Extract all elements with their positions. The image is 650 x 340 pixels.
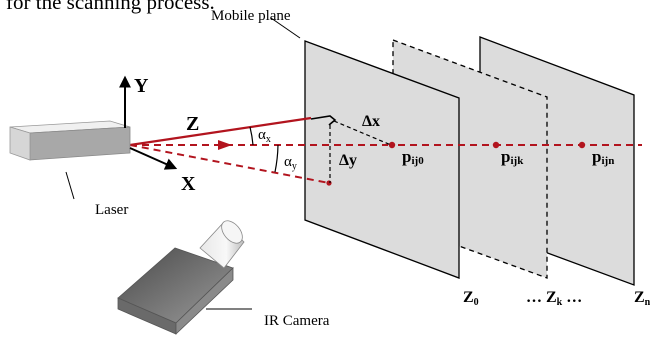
delta-x-label: Δx bbox=[362, 113, 380, 130]
alpha-y-arc bbox=[274, 144, 279, 173]
mobile-plane-0 bbox=[304, 40, 460, 279]
point-p-ijk bbox=[492, 141, 500, 149]
laser-label: Laser bbox=[95, 202, 128, 218]
laser-front-face bbox=[29, 126, 131, 161]
delta-y-label: Δy bbox=[339, 152, 357, 169]
point-p-ijn bbox=[578, 141, 586, 149]
z-axis-label: Z bbox=[186, 113, 199, 135]
beam-deflected-y bbox=[129, 144, 330, 184]
deflection-corner-marker bbox=[310, 115, 337, 126]
alpha-x-label: αx bbox=[258, 127, 271, 145]
laser-side-face bbox=[9, 126, 31, 161]
alpha-x-arc bbox=[249, 126, 254, 146]
point-p-ij0 bbox=[388, 141, 396, 149]
camera-lens-cap bbox=[221, 220, 243, 244]
y-axis-label: Y bbox=[134, 75, 149, 97]
beam-arrowhead bbox=[218, 140, 232, 150]
zn-label: Zn bbox=[634, 289, 650, 308]
p-ij0-label: pij0 bbox=[402, 147, 424, 167]
zk-label: … Zk … bbox=[526, 289, 582, 308]
ir-camera-label: IR Camera bbox=[264, 313, 330, 329]
header-fragment: for the scanning process. bbox=[6, 0, 215, 14]
z0-label: Z0 bbox=[463, 289, 479, 308]
x-axis-arrow bbox=[129, 147, 178, 170]
x-axis-label: X bbox=[181, 173, 196, 195]
beam-deflected-x bbox=[129, 116, 312, 147]
camera-body-side bbox=[175, 267, 234, 335]
mobile-plane-leader bbox=[270, 17, 301, 39]
laser-leader bbox=[65, 171, 75, 200]
alpha-y-label: αy bbox=[284, 154, 297, 172]
p-ijn-label: pijn bbox=[592, 147, 614, 167]
p-ijk-label: pijk bbox=[501, 147, 524, 167]
mobile-plane-label: Mobile plane bbox=[211, 8, 291, 24]
point-deflected-y bbox=[326, 180, 332, 186]
delta-x-line bbox=[333, 120, 392, 146]
